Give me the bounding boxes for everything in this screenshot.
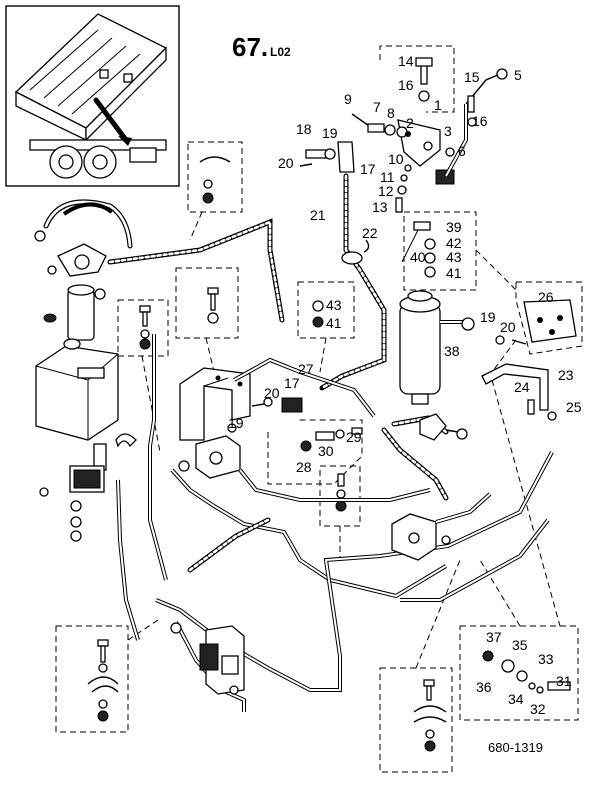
callout-14: 14 xyxy=(398,53,414,69)
callout-6: 6 xyxy=(458,143,466,159)
detail-box-clip-upper-left xyxy=(187,141,243,213)
clamp-set-lower-center xyxy=(413,679,447,752)
callout-34: 34 xyxy=(508,691,524,707)
callout-7: 7 xyxy=(373,99,381,115)
detail-box-31-37 xyxy=(459,625,579,721)
callout-19c: 19 xyxy=(228,415,244,431)
callout-16b: 16 xyxy=(472,113,488,129)
callout-29: 29 xyxy=(346,429,362,445)
detail-box-bolt-center xyxy=(175,267,239,339)
callout-33: 33 xyxy=(538,651,554,667)
callout-21: 21 xyxy=(310,207,326,223)
control-valve-block xyxy=(178,423,241,479)
callout-32: 32 xyxy=(530,701,546,717)
callout-26: 26 xyxy=(538,289,554,305)
callout-8: 8 xyxy=(387,105,395,121)
callout-22: 22 xyxy=(362,225,378,241)
document-number: 680-1319 xyxy=(488,740,543,755)
callout-19: 19 xyxy=(322,125,338,141)
bolt-set-middle xyxy=(335,473,347,512)
callout-38: 38 xyxy=(444,343,460,359)
callout-43: 43 xyxy=(446,249,462,265)
detail-box-39-43 xyxy=(403,211,477,291)
bolt-set-center xyxy=(207,287,219,324)
callout-25: 25 xyxy=(566,399,582,415)
callout-43b: 43 xyxy=(326,297,342,313)
detail-box-top-right xyxy=(379,45,455,113)
diagram-title: 67. L02 xyxy=(232,32,291,62)
callout-27: 27 xyxy=(298,361,314,377)
hose-21 xyxy=(319,173,387,391)
valve-bracket-lower xyxy=(170,622,245,695)
callout-30: 30 xyxy=(318,443,334,459)
callout-40: 40 xyxy=(410,249,426,265)
title-main: 67. xyxy=(232,32,268,62)
callout-12: 12 xyxy=(378,183,394,199)
detail-box-26 xyxy=(515,281,583,355)
clamp-set-lower-left xyxy=(87,639,119,722)
fitting-set-31-37 xyxy=(482,650,571,694)
callout-11: 11 xyxy=(380,169,395,185)
callout-35: 35 xyxy=(512,637,528,653)
tank-bracket xyxy=(39,465,105,542)
title-sub: L02 xyxy=(270,45,291,59)
callout-labels: 14 16 15 5 9 7 8 1 2 3 16 6 18 19 20 17 … xyxy=(228,53,582,717)
bolt-set-left xyxy=(139,305,151,350)
callout-13: 13 xyxy=(372,199,388,215)
cylinder-lower-fitting xyxy=(419,413,468,441)
callout-39: 39 xyxy=(446,219,462,235)
callout-5: 5 xyxy=(514,67,522,83)
fitting-28-30 xyxy=(300,427,363,452)
callout-2: 2 xyxy=(406,115,414,131)
tipper-valve-linkage xyxy=(299,57,508,213)
hydraulic-cylinder xyxy=(399,290,475,405)
callout-31: 31 xyxy=(556,673,572,689)
clamp-17-20 xyxy=(251,397,303,413)
callout-17: 17 xyxy=(360,161,376,177)
callout-36: 36 xyxy=(476,679,492,695)
oil-tank xyxy=(35,338,137,471)
distributor-block xyxy=(391,492,492,561)
fitting-39-43 xyxy=(401,221,436,278)
callout-41: 41 xyxy=(446,265,462,281)
callout-15: 15 xyxy=(464,69,480,85)
callout-18: 18 xyxy=(296,121,312,137)
callout-20: 20 xyxy=(278,155,294,171)
detail-box-bolt-left xyxy=(117,299,169,357)
bracket-26 xyxy=(523,299,577,343)
callout-9: 9 xyxy=(344,91,352,107)
callout-24: 24 xyxy=(514,379,530,395)
callout-10: 10 xyxy=(388,151,404,167)
callout-42: 42 xyxy=(446,235,462,251)
callout-41b: 41 xyxy=(326,315,342,331)
frame-rail-23 xyxy=(481,335,557,421)
callout-16: 16 xyxy=(398,77,414,93)
callout-20b: 20 xyxy=(500,319,516,335)
truck-inset xyxy=(5,5,180,187)
callout-19b: 19 xyxy=(480,309,496,325)
clip-upper xyxy=(199,156,231,204)
callout-17b: 17 xyxy=(284,375,300,391)
nuts-43-41 xyxy=(312,300,324,328)
callout-20c: 20 xyxy=(264,385,280,401)
callout-3: 3 xyxy=(444,123,452,139)
callout-28: 28 xyxy=(296,459,312,475)
detail-box-lower-left xyxy=(55,625,129,733)
oil-filter xyxy=(43,284,106,341)
callout-1: 1 xyxy=(434,97,442,113)
valve-bracket xyxy=(179,367,251,441)
curved-hoses-left xyxy=(34,199,133,249)
pump-unit xyxy=(47,218,285,323)
callout-23: 23 xyxy=(558,367,574,383)
detail-box-28-30 xyxy=(267,419,363,485)
callout-37: 37 xyxy=(486,629,502,645)
